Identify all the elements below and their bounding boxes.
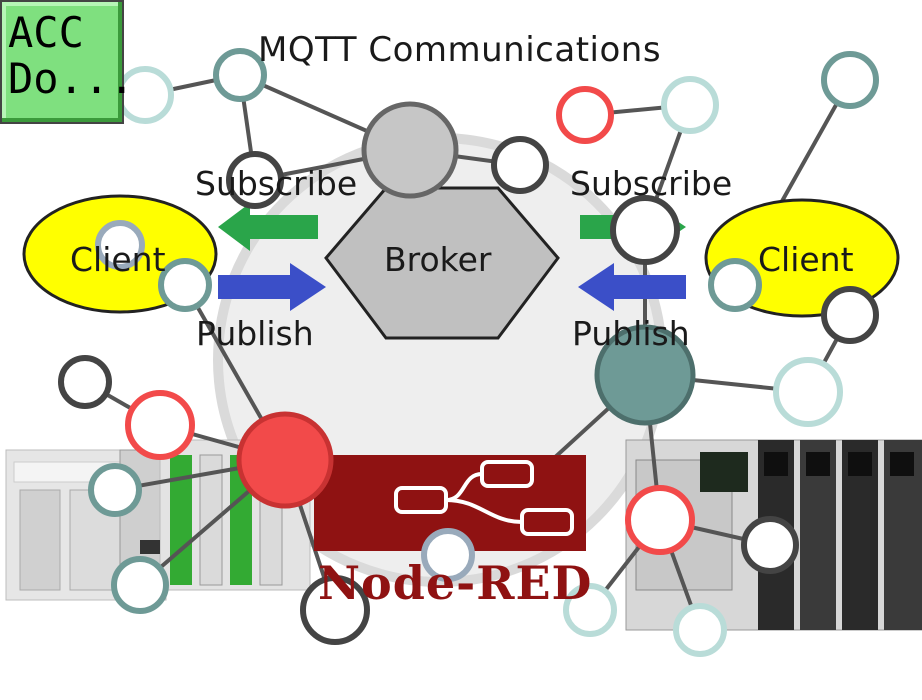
client-label-right: Client (758, 240, 854, 279)
network-node (95, 220, 145, 270)
node-red-logo (314, 455, 586, 551)
network-node (563, 583, 617, 637)
network-node (213, 48, 267, 102)
network-node (300, 575, 370, 645)
subscribe-label-left: Subscribe (195, 164, 358, 203)
node-red-label: Node-RED (318, 556, 593, 610)
network-node (421, 528, 475, 582)
subscribe-label-right: Subscribe (570, 164, 733, 203)
publish-arrow-left (218, 263, 326, 311)
network-node (821, 286, 879, 344)
network-node (556, 86, 614, 144)
client-label-left: Client (70, 240, 166, 279)
network-node (741, 516, 799, 574)
network-node (821, 51, 879, 109)
network-node (158, 258, 212, 312)
network-node (610, 195, 680, 265)
network-node (236, 411, 334, 509)
network-node (111, 556, 169, 614)
network-node (125, 390, 195, 460)
network-node (361, 101, 459, 199)
publish-label-right: Publish (572, 314, 690, 353)
diagram-title: MQTT Communications (258, 30, 662, 70)
network-node (661, 76, 719, 134)
broker-label: Broker (384, 240, 492, 279)
network-node (708, 258, 762, 312)
network-node (88, 463, 142, 517)
network-node (58, 355, 112, 409)
network-nodes-lower (88, 411, 799, 657)
network-node (594, 324, 696, 426)
subscribe-arrow-left (218, 203, 318, 251)
logo-line-2: Do... (8, 54, 135, 103)
network-node (491, 136, 549, 194)
network-node (673, 603, 727, 657)
publish-label-left: Publish (196, 314, 314, 353)
logo-line-1: ACC (8, 8, 84, 57)
network-node (226, 151, 284, 209)
network-node (773, 357, 843, 427)
publish-arrow-right (578, 263, 686, 311)
network-nodes (58, 48, 879, 460)
acc-logo[interactable]: ACC Do... (0, 0, 135, 124)
network-node (625, 485, 695, 555)
